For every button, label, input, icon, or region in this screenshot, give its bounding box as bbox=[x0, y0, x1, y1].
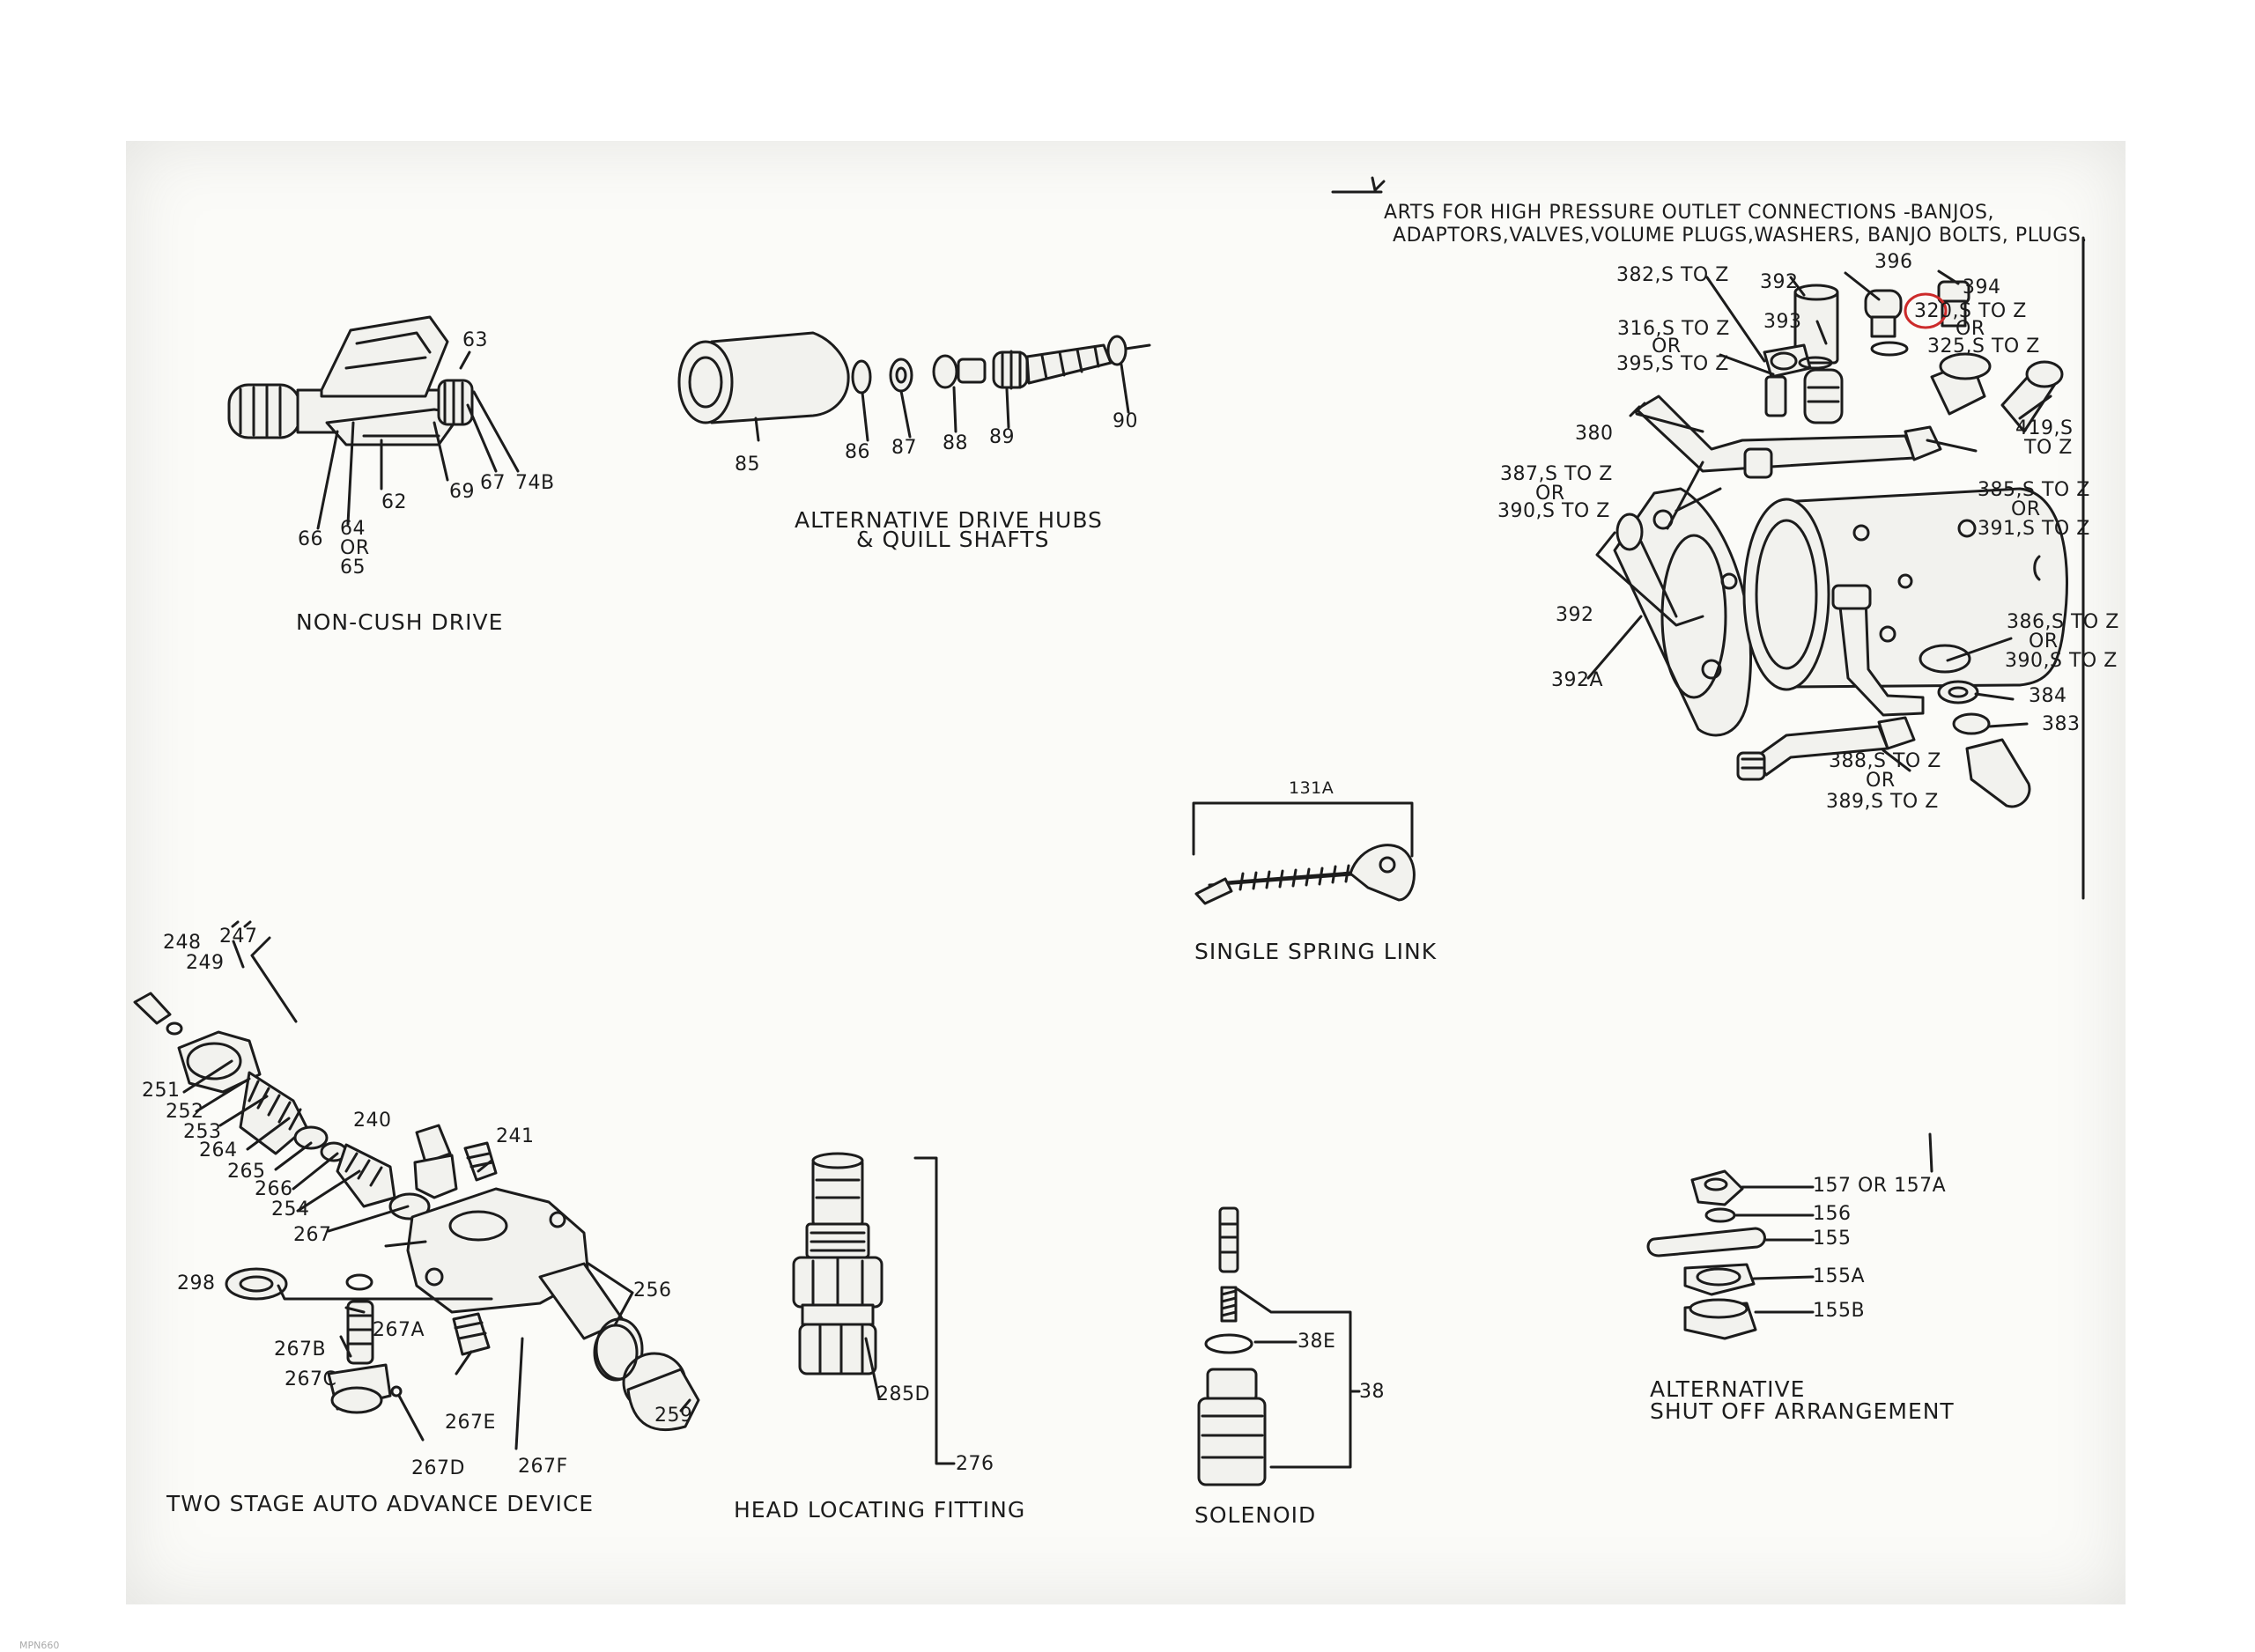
part-label: OR bbox=[340, 537, 370, 559]
non-cush-drive-title: NON-CUSH DRIVE bbox=[296, 609, 504, 635]
header-line-2: ADAPTORS,VALVES,VOLUME PLUGS,WASHERS, BA… bbox=[1393, 225, 2089, 247]
part-label: 254 bbox=[271, 1198, 310, 1221]
part-label: 385,S TO Z bbox=[1978, 479, 2090, 501]
part-label: TO Z bbox=[2024, 437, 2073, 459]
part-label: 316,S TO Z bbox=[1617, 318, 1730, 340]
auto-advance-drawing bbox=[133, 920, 700, 1450]
part-label: 67 bbox=[480, 472, 506, 494]
part-label: 383 bbox=[2042, 713, 2081, 735]
part-label: 86 bbox=[845, 441, 870, 463]
part-label: 380 bbox=[1575, 423, 1614, 445]
part-label: 390,S TO Z bbox=[2005, 650, 2118, 672]
part-label: 389,S TO Z bbox=[1826, 791, 1939, 813]
part-label: 155 bbox=[1813, 1228, 1852, 1250]
drive-hubs-title-2: & QUILL SHAFTS bbox=[856, 527, 1050, 552]
part-label: 240 bbox=[353, 1110, 392, 1132]
part-label: OR bbox=[1652, 336, 1682, 358]
part-label: 386,S TO Z bbox=[2007, 611, 2119, 633]
part-label: 253 bbox=[183, 1121, 222, 1143]
part-label: 155B bbox=[1813, 1300, 1866, 1322]
part-label: 265 bbox=[227, 1161, 266, 1183]
part-label: 88 bbox=[943, 432, 968, 454]
part-label: 256 bbox=[633, 1280, 672, 1302]
auto-advance-title: TWO STAGE AUTO ADVANCE DEVICE bbox=[166, 1491, 595, 1516]
part-label: 266 bbox=[255, 1178, 293, 1200]
part-label: 267 bbox=[293, 1224, 332, 1246]
part-label: 384 bbox=[2029, 685, 2067, 707]
part-label: 89 bbox=[989, 426, 1015, 448]
part-label: 382,S TO Z bbox=[1616, 264, 1729, 286]
single-spring-link-drawing bbox=[1192, 801, 1416, 905]
part-label: 63 bbox=[462, 329, 488, 351]
part-label: 392 bbox=[1760, 271, 1799, 293]
part-label: 395,S TO Z bbox=[1616, 353, 1729, 375]
part-label: 267B bbox=[274, 1339, 327, 1361]
part-label: 267A bbox=[373, 1319, 425, 1341]
part-label: 392A bbox=[1551, 669, 1604, 691]
part-label: 66 bbox=[298, 528, 323, 550]
head-locating-drawing bbox=[792, 1152, 956, 1465]
part-label: 38E bbox=[1298, 1331, 1336, 1353]
diagram-sheet: ARTS FOR HIGH PRESSURE OUTLET CONNECTION… bbox=[126, 141, 2126, 1604]
part-label: OR bbox=[1535, 483, 1565, 505]
part-label: 388,S TO Z bbox=[1829, 750, 1941, 772]
part-label: 241 bbox=[496, 1125, 535, 1147]
non-cush-drive-drawing bbox=[227, 315, 520, 530]
part-label: 69 bbox=[449, 481, 475, 503]
part-label: 157 OR 157A bbox=[1813, 1175, 1947, 1197]
part-label: 85 bbox=[735, 454, 760, 476]
part-label: 393 bbox=[1763, 311, 1802, 333]
part-label: 249 bbox=[186, 952, 225, 974]
part-label: 247 bbox=[219, 926, 258, 948]
part-label: 390,S TO Z bbox=[1497, 500, 1610, 522]
solenoid-title: SOLENOID bbox=[1194, 1502, 1317, 1528]
part-label: 87 bbox=[891, 437, 917, 459]
hp-outlet-drawing bbox=[1331, 176, 2085, 900]
part-label: 38 bbox=[1359, 1381, 1385, 1403]
part-label: 419,S bbox=[2015, 417, 2074, 439]
part-label: 298 bbox=[177, 1272, 216, 1294]
part-label: 74B bbox=[515, 472, 555, 494]
part-label: 252 bbox=[166, 1101, 204, 1123]
part-label: 267E bbox=[445, 1412, 496, 1434]
part-label: 155A bbox=[1813, 1265, 1866, 1287]
part-label: 248 bbox=[163, 932, 202, 954]
head-locating-title: HEAD LOCATING FITTING bbox=[734, 1497, 1026, 1523]
part-label: 267C bbox=[285, 1368, 337, 1390]
exploded-parts-artwork bbox=[133, 176, 2085, 1486]
part-label: 391,S TO Z bbox=[1978, 518, 2090, 540]
part-label: 392 bbox=[1556, 604, 1594, 626]
part-label: 156 bbox=[1813, 1203, 1852, 1225]
part-label: 276 bbox=[956, 1453, 994, 1475]
part-label: OR bbox=[1866, 770, 1896, 792]
part-label: OR bbox=[2011, 498, 2041, 520]
header-line-1: ARTS FOR HIGH PRESSURE OUTLET CONNECTION… bbox=[1384, 202, 1995, 224]
part-label: 62 bbox=[381, 491, 407, 513]
shut-off-title-1: ALTERNATIVE bbox=[1650, 1376, 1806, 1402]
part-label: 264 bbox=[199, 1139, 238, 1162]
part-label: 90 bbox=[1113, 410, 1138, 432]
part-label: 285D bbox=[876, 1383, 930, 1405]
part-label: 65 bbox=[340, 557, 366, 579]
part-label: OR bbox=[1956, 318, 1985, 340]
part-label: 325,S TO Z bbox=[1927, 336, 2040, 358]
part-label: 64 bbox=[340, 518, 366, 540]
shut-off-title-2: SHUT OFF ARRANGEMENT bbox=[1650, 1398, 1955, 1424]
part-label: 267F bbox=[518, 1456, 568, 1478]
part-label: 251 bbox=[142, 1080, 181, 1102]
part-label: 267D bbox=[411, 1457, 465, 1479]
part-label: 394 bbox=[1963, 277, 2001, 299]
solenoid-drawing bbox=[1197, 1206, 1361, 1486]
drive-hubs-title-1: ALTERNATIVE DRIVE HUBS bbox=[795, 507, 1103, 533]
drive-hubs-drawing bbox=[677, 331, 1151, 442]
part-label: 259 bbox=[654, 1405, 693, 1427]
part-label: 387,S TO Z bbox=[1500, 463, 1613, 485]
footer-stamp: MPN660 bbox=[19, 1640, 60, 1651]
part-label: OR bbox=[2029, 631, 2059, 653]
single-spring-link-title: SINGLE SPRING LINK bbox=[1194, 939, 1438, 964]
shut-off-drawing bbox=[1646, 1132, 1933, 1340]
part-label: 396 bbox=[1874, 251, 1913, 273]
part-label: 320,S TO Z bbox=[1914, 300, 2027, 322]
part-label: 131A bbox=[1289, 778, 1335, 798]
